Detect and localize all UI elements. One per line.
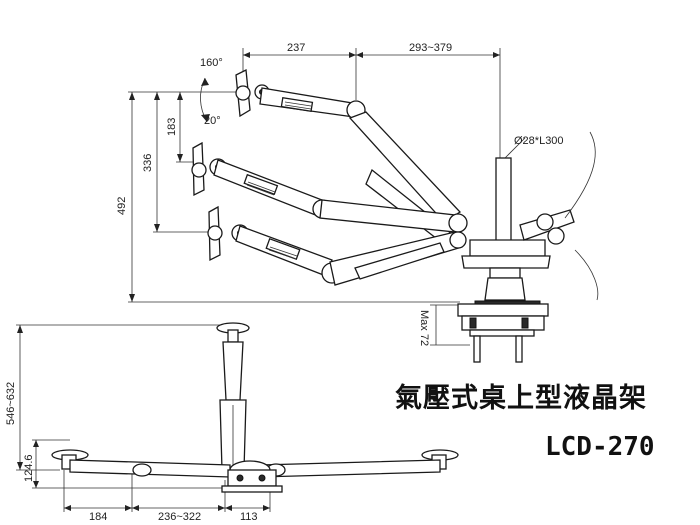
side-view: 237 293~379 160° 20° 492 336 183	[116, 42, 599, 363]
dim-pole: Ø28*L300	[514, 135, 564, 147]
dim-184: 184	[89, 511, 107, 523]
dim-237: 237	[287, 42, 305, 54]
dim-113: 113	[240, 511, 258, 523]
top-arm-vertical	[216, 322, 250, 471]
dim-183: 183	[166, 118, 178, 136]
top-arm-right	[259, 449, 459, 478]
dim-124-6: 124.6	[23, 454, 35, 482]
dim-236-322: 236~322	[158, 511, 201, 523]
monitor-plate-bottom	[207, 205, 249, 262]
arm-middle-position	[213, 159, 468, 233]
dim-293-379: 293~379	[409, 42, 452, 54]
dim-max-72: Max 72	[418, 310, 430, 346]
product-name: 氣壓式桌上型液晶架	[395, 383, 647, 414]
top-view: 546~632 124.6 184 236~322 113	[5, 322, 459, 523]
arm-lower-position	[235, 225, 467, 286]
dim-546-632: 546~632	[5, 382, 17, 425]
desk-clamp: Max 72	[418, 303, 549, 363]
top-base	[221, 460, 283, 493]
arm-right-side	[519, 131, 599, 301]
dim-tilt-down: 20°	[204, 115, 221, 127]
dim-492: 492	[116, 197, 128, 215]
dim-tilt-up: 160°	[200, 57, 223, 69]
top-arm-left	[51, 449, 231, 478]
dim-336: 336	[142, 154, 154, 172]
model-number: LCD-270	[545, 432, 655, 462]
